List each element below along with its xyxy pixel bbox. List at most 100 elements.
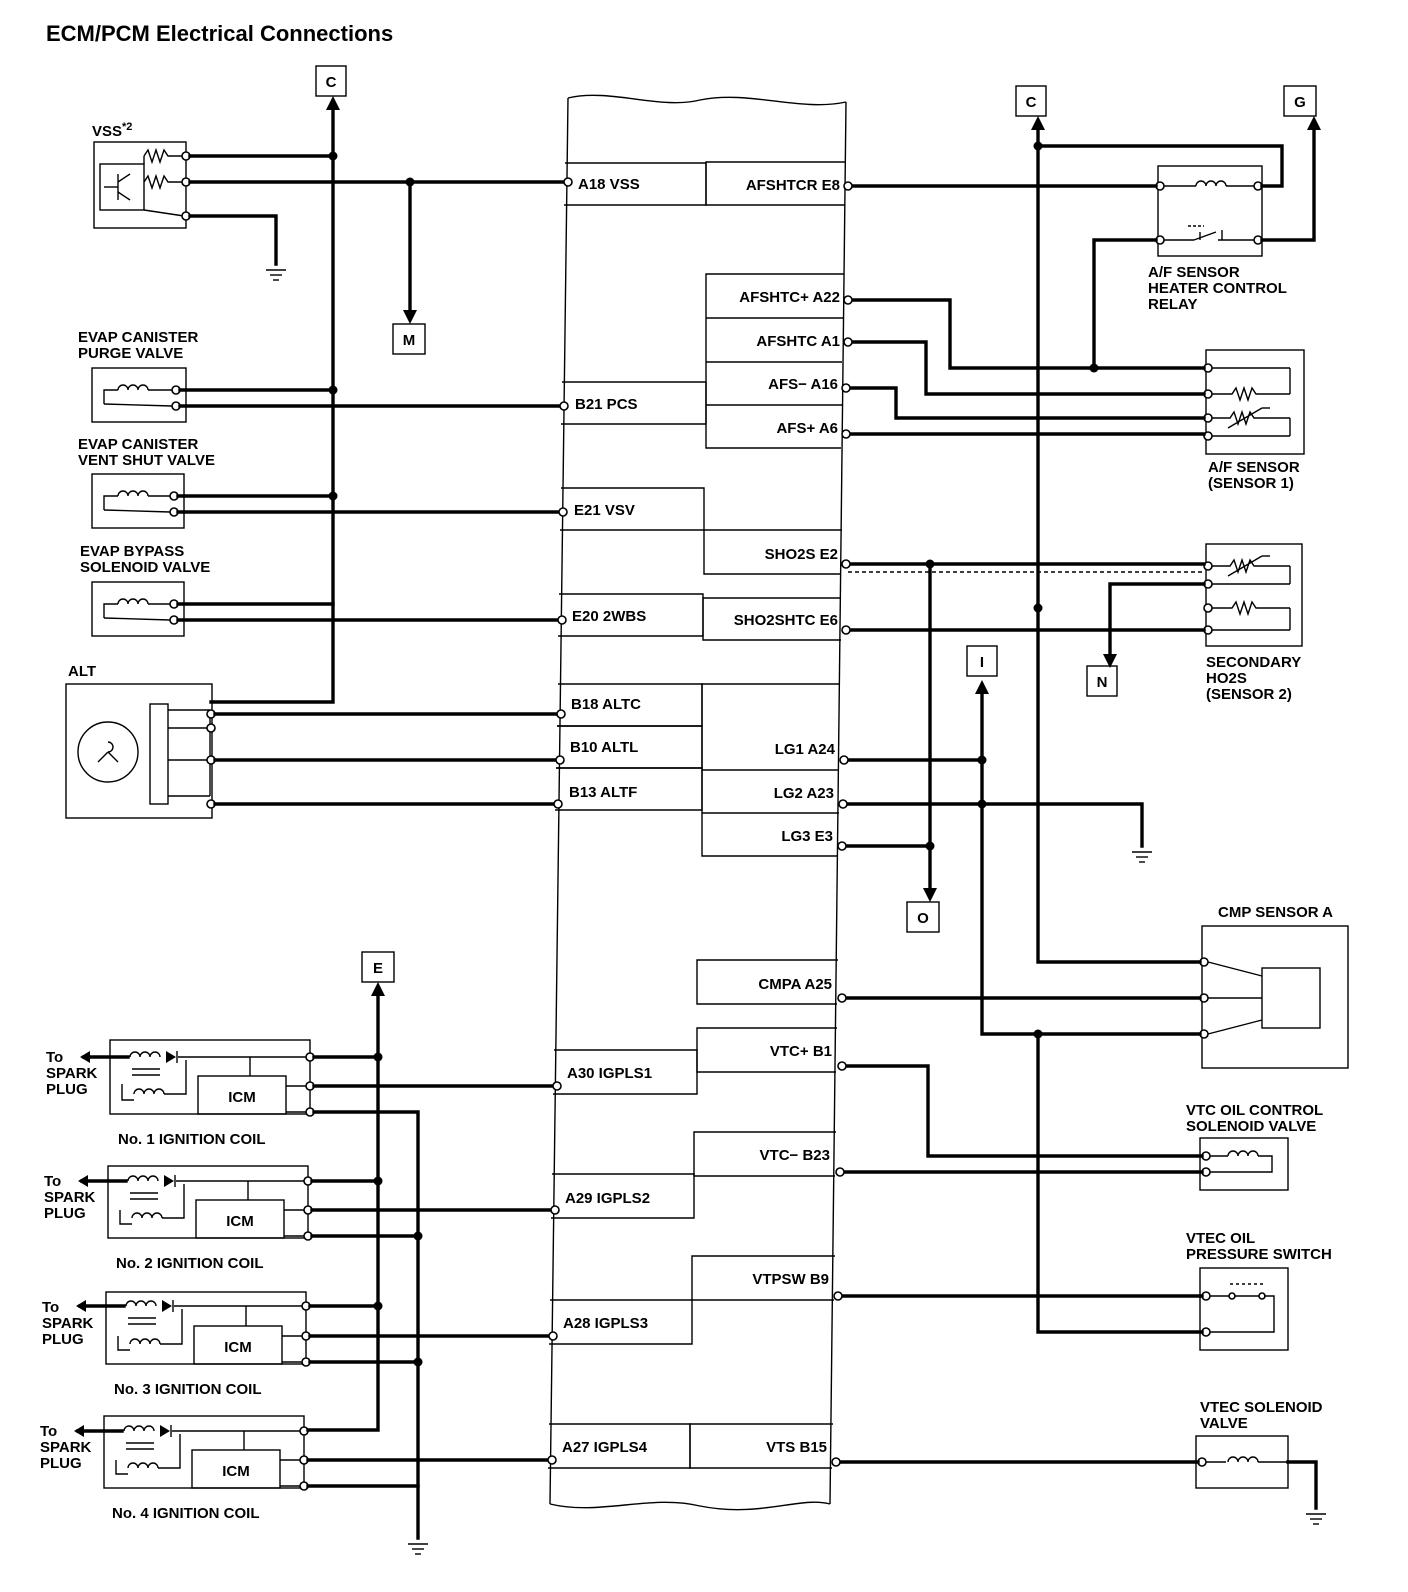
page-title: ECM/PCM Electrical Connections [46, 21, 393, 46]
svg-text:HEATER CONTROL: HEATER CONTROL [1148, 280, 1287, 297]
ignition-coil-2: To SPARK PLUG ICM No. 2 IGNITION COIL [44, 1165, 313, 1272]
svg-text:HO2S: HO2S [1206, 670, 1247, 687]
junction-dots [328, 141, 1099, 1367]
marker-g: G [1294, 94, 1306, 111]
svg-text:To: To [44, 1173, 61, 1190]
svg-text:No. 2 IGNITION COIL: No. 2 IGNITION COIL [116, 1255, 264, 1272]
pin-e8-afshtcr: AFSHTCR E8 [746, 177, 840, 194]
marker-m: M [403, 332, 416, 349]
ecm-right-pin-labels: AFSHTCR E8 AFSHTC+ A22 AFSHTC A1 AFS− A1… [734, 177, 840, 1456]
ecm-pin-terminals [547, 177, 853, 1467]
svg-text:To: To [40, 1423, 57, 1440]
pin-a22-afshtc-plus: AFSHTC+ A22 [739, 289, 840, 306]
pin-a30-igpls1: A30 IGPLS1 [567, 1065, 652, 1082]
ecm-left-pin-labels: A18 VSS B21 PCS E21 VSV E20 2WBS B18 ALT… [562, 176, 652, 1456]
pin-e6-sho2shtc: SHO2SHTC E6 [734, 612, 838, 629]
pin-e21-vsv: E21 VSV [574, 502, 635, 519]
svg-text:PRESSURE SWITCH: PRESSURE SWITCH [1186, 1246, 1332, 1263]
svg-text:PLUG: PLUG [46, 1081, 88, 1098]
svg-text:EVAP CANISTER: EVAP CANISTER [78, 329, 198, 346]
alternator: ALT [65, 663, 216, 819]
pin-a23-lg2: LG2 A23 [774, 785, 834, 802]
svg-text:No. 4 IGNITION COIL: No. 4 IGNITION COIL [112, 1505, 260, 1522]
svg-text:(SENSOR 1): (SENSOR 1) [1208, 475, 1294, 492]
svg-text:EVAP BYPASS: EVAP BYPASS [80, 543, 184, 560]
svg-text:SOLENOID VALVE: SOLENOID VALVE [80, 559, 210, 576]
pin-b10-altl: B10 ALTL [570, 739, 638, 756]
svg-text:VTEC SOLENOID: VTEC SOLENOID [1200, 1399, 1323, 1416]
vss-component: VSS*2 [92, 121, 191, 229]
pin-a16-afs-minus: AFS− A16 [768, 376, 838, 393]
svg-text:SPARK: SPARK [42, 1315, 94, 1332]
svg-text:ICM: ICM [228, 1089, 256, 1106]
evap-vent-shut-valve: EVAP CANISTER VENT SHUT VALVE [78, 436, 215, 529]
evap-bypass-solenoid-valve: EVAP BYPASS SOLENOID VALVE [80, 543, 210, 637]
vtec-solenoid-valve: VTEC SOLENOID VALVE [1195, 1399, 1323, 1489]
secondary-ho2s-sensor-2: SECONDARY HO2S (SENSOR 2) [1203, 543, 1303, 703]
svg-text:PLUG: PLUG [40, 1455, 82, 1472]
svg-text:EVAP CANISTER: EVAP CANISTER [78, 436, 198, 453]
ignition-coil-4: To SPARK PLUG ICM No. 4 IGNITION COIL [40, 1415, 309, 1522]
svg-text:ICM: ICM [222, 1463, 250, 1480]
svg-text:(SENSOR 2): (SENSOR 2) [1206, 686, 1292, 703]
marker-o: O [917, 910, 929, 927]
vtc-oil-control-solenoid-valve: VTC OIL CONTROL SOLENOID VALVE [1186, 1102, 1323, 1191]
pin-a28-igpls3: A28 IGPLS3 [563, 1315, 648, 1332]
svg-text:VTC OIL CONTROL: VTC OIL CONTROL [1186, 1102, 1323, 1119]
pin-b1-vtc-plus: VTC+ B1 [770, 1043, 832, 1060]
svg-text:CMP SENSOR A: CMP SENSOR A [1218, 904, 1333, 921]
svg-text:A/F SENSOR: A/F SENSOR [1208, 459, 1300, 476]
svg-text:VTEC OIL: VTEC OIL [1186, 1230, 1255, 1247]
cmp-sensor-a: CMP SENSOR A [1199, 904, 1349, 1069]
pin-a29-igpls2: A29 IGPLS2 [565, 1190, 650, 1207]
pin-a27-igpls4: A27 IGPLS4 [562, 1439, 648, 1456]
pin-a18-vss: A18 VSS [578, 176, 640, 193]
pin-b23-vtc-minus: VTC− B23 [760, 1147, 830, 1164]
svg-text:A/F SENSOR: A/F SENSOR [1148, 264, 1240, 281]
ecm-connector-body [548, 94, 847, 1511]
svg-text:PLUG: PLUG [42, 1331, 84, 1348]
marker-c-left: C [326, 74, 337, 91]
svg-text:To: To [42, 1299, 59, 1316]
svg-text:SOLENOID VALVE: SOLENOID VALVE [1186, 1118, 1316, 1135]
svg-text:ICM: ICM [224, 1339, 252, 1356]
evap-purge-valve: EVAP CANISTER PURGE VALVE [78, 329, 198, 423]
pin-e3-lg3: LG3 E3 [781, 828, 833, 845]
af-sensor-1: A/F SENSOR (SENSOR 1) [1203, 349, 1305, 492]
svg-text:SPARK: SPARK [40, 1439, 92, 1456]
pin-b13-altf: B13 ALTF [569, 784, 637, 801]
marker-n: N [1097, 674, 1108, 691]
svg-text:RELAY: RELAY [1148, 296, 1197, 313]
vtec-oil-pressure-switch: VTEC OIL PRESSURE SWITCH [1186, 1230, 1332, 1351]
pin-a24-lg1: LG1 A24 [775, 741, 836, 758]
svg-text:VALVE: VALVE [1200, 1415, 1248, 1432]
pin-b15-vts: VTS B15 [766, 1439, 827, 1456]
svg-text:PLUG: PLUG [44, 1205, 86, 1222]
wiring-harness [176, 96, 1327, 1555]
af-sensor-heater-relay: A/F SENSOR HEATER CONTROL RELAY [1148, 165, 1287, 313]
svg-text:ALT: ALT [68, 663, 96, 680]
svg-text:No. 3 IGNITION COIL: No. 3 IGNITION COIL [114, 1381, 262, 1398]
svg-text:To: To [46, 1049, 63, 1066]
pin-b18-altc: B18 ALTC [571, 696, 641, 713]
ignition-coil-3: To SPARK PLUG ICM No. 3 IGNITION COIL [42, 1291, 311, 1398]
ignition-coil-1: To SPARK PLUG ICM No. 1 IGNITION COIL [46, 1039, 315, 1148]
marker-i: I [980, 654, 984, 671]
vss-label: VSS*2 [92, 121, 132, 140]
marker-e: E [373, 960, 383, 977]
pin-b9-vtpsw: VTPSW B9 [752, 1271, 829, 1288]
svg-text:SECONDARY: SECONDARY [1206, 654, 1301, 671]
pin-b21-pcs: B21 PCS [575, 396, 638, 413]
pin-a25-cmpa: CMPA A25 [758, 976, 832, 993]
marker-c-right: C [1026, 94, 1037, 111]
pin-e20-2wbs: E20 2WBS [572, 608, 646, 625]
svg-text:ICM: ICM [226, 1213, 254, 1230]
svg-text:PURGE VALVE: PURGE VALVE [78, 345, 183, 362]
svg-text:No. 1 IGNITION COIL: No. 1 IGNITION COIL [118, 1131, 266, 1148]
pin-a6-afs-plus: AFS+ A6 [776, 420, 838, 437]
svg-text:SPARK: SPARK [44, 1189, 96, 1206]
pin-a1-afshtc: AFSHTC A1 [756, 333, 840, 350]
svg-text:VENT SHUT VALVE: VENT SHUT VALVE [78, 452, 215, 469]
svg-text:SPARK: SPARK [46, 1065, 98, 1082]
